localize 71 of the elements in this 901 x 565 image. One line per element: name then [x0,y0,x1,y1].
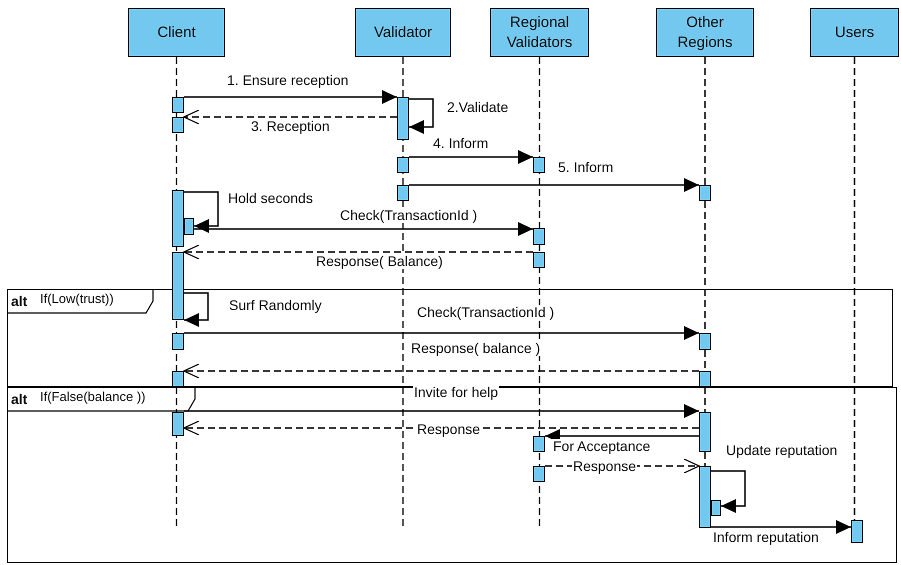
activation-bar [397,157,409,173]
message-arrow [184,326,699,340]
alt-fragment-frame [7,387,897,563]
lifeline-head-box: Users [810,8,899,57]
activation-bar [698,370,710,386]
lifeline-head-box: Regional Validators [490,8,589,57]
activation-bar [698,412,710,452]
message-label: Hold seconds [227,191,314,206]
lifeline-head-box: Other Regions [656,8,754,57]
message-label: Check(TransactionId ) [416,305,556,320]
activation-bar [172,252,184,320]
activation-bar [172,190,184,247]
message-label: Update reputation [725,443,838,458]
message-arrow [409,178,699,192]
message-arrow [409,150,533,164]
message-label: 1. Ensure reception [226,73,350,88]
activation-bar [533,228,545,245]
guard-condition: If(Low(trust)) [40,291,114,306]
message-label: Inform reputation [712,530,820,545]
message-label: For Acceptance [552,439,652,454]
fragment-operator: alt [11,293,28,309]
message-label: Check(TransactionId ) [339,208,478,223]
self-message-arrow [409,98,434,134]
message-label: 5. Inform [557,160,614,175]
activation-bar [533,157,545,173]
message-arrow [184,90,397,104]
activation-bar [172,412,184,436]
activation-bar [699,185,711,201]
fragment-operator: alt [11,391,28,407]
activation-bar [710,500,720,516]
activation-bar [172,97,184,113]
message-label: Response [572,459,638,474]
message-label: 2.Validate [446,100,510,115]
activation-bar [698,466,710,528]
activation-bar [172,117,184,133]
activation-bar [698,332,710,350]
self-message-arrow [184,292,209,327]
activation-bar [850,520,862,542]
reply-arrow [183,109,397,125]
message-label: 4. Inform [432,136,490,151]
message-arrow [184,404,699,418]
message-label: Invite for help [413,385,500,400]
reply-arrow [183,244,533,260]
activation-bar [397,185,409,201]
lifeline [704,57,706,185]
lifeline [704,387,706,412]
activation-bar [172,332,184,350]
activation-bar [532,436,544,452]
activation-bar [533,252,545,268]
lifeline [704,350,706,371]
activation-bar [397,97,409,140]
activation-bar [184,218,194,235]
message-arrow [711,520,851,534]
lifeline [704,452,706,466]
message-label: 3. Reception [250,119,331,134]
lifeline-head-box: Validator [355,8,451,57]
guard-condition: If(False(balance )) [40,389,146,404]
self-message-arrow [711,470,746,513]
lifeline [854,57,856,520]
reply-arrow [183,363,699,379]
message-label: Response( Balance) [315,254,444,269]
lifeline-head-box: Client [128,8,225,57]
activation-bar [532,466,544,482]
self-message-arrow [184,191,219,233]
message-label: Response [416,422,482,437]
message-label: Response( balance ) [410,341,542,356]
message-arrow [194,222,533,236]
activation-bar [172,370,184,386]
message-label: Surf Randomly [228,298,323,313]
lifeline [402,57,404,528]
lifeline [538,57,540,528]
